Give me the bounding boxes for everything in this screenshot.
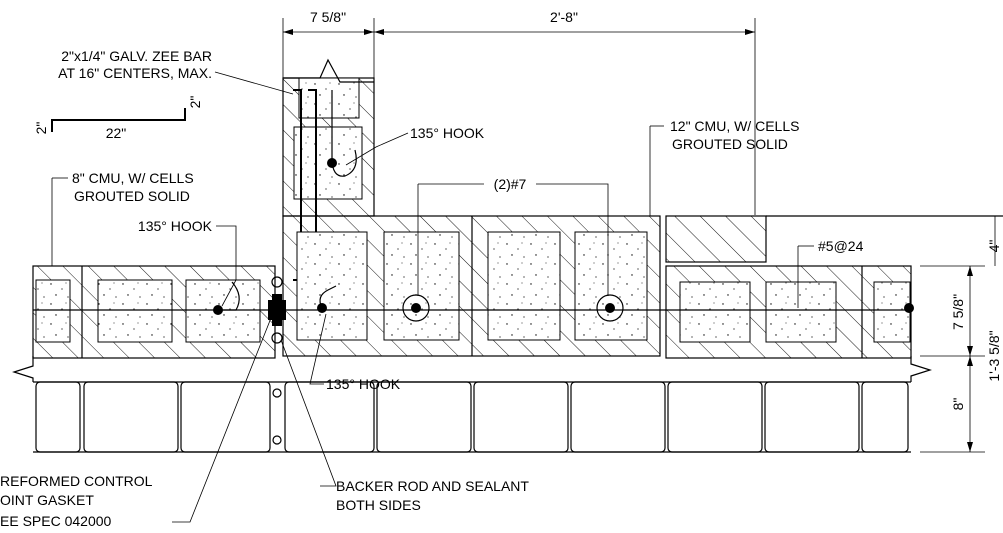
hook-bottom-label: 135° HOOK (326, 376, 401, 392)
zee-bar-profile (51, 108, 186, 132)
zee-bar-dim-right: 2" (187, 96, 203, 109)
zee-bar-dim-left: 2" (33, 122, 49, 135)
zee-bar-label-line1: 2"x1/4" GALV. ZEE BAR (61, 48, 212, 64)
dim-7-5-8-top: 7 5/8" (310, 9, 346, 25)
hook-left-label: 135° HOOK (138, 218, 213, 234)
backer-rod-label-line2: BOTH SIDES (336, 497, 421, 513)
cmu8-label-line1: 8" CMU, W/ CELLS (72, 170, 194, 186)
dim-1-3-5-8: 1'-3 5/8" (986, 330, 1002, 381)
cmu-12in-course (282, 215, 661, 357)
cmu12-label-line1: 12" CMU, W/ CELLS (670, 118, 799, 134)
lower-cmu-course (33, 381, 911, 453)
cmu12-label-line2: GROUTED SOLID (672, 136, 788, 152)
leaders (51, 71, 814, 523)
gasket-label-line3: EE SPEC 042000 (0, 513, 112, 529)
cmu-8in-left (32, 265, 276, 359)
rebar-7-label: (2)#7 (494, 176, 527, 192)
dim-2-8: 2'-8" (550, 9, 578, 25)
gasket-label-line1: REFORMED CONTROL (0, 473, 153, 489)
cmu-right-lower (665, 265, 914, 359)
dim-4: 4" (986, 240, 1002, 253)
cmu8-label-line2: GROUTED SOLID (74, 188, 190, 204)
backer-rod-label-line1: BACKER ROD AND SEALANT (336, 478, 529, 494)
upper-wall-12in-cmu (282, 58, 375, 217)
dim-8: 8" (950, 398, 966, 411)
dim-7-5-8-right: 7 5/8" (950, 294, 966, 330)
zee-bar-label-line2: AT 16" CENTERS, MAX. (58, 65, 212, 81)
right-dimensions: 4" 7 5/8" 1'-3 5/8" 8" (770, 215, 1003, 453)
hook-top-label: 135° HOOK (410, 125, 485, 141)
gasket-label-line2: OINT GASKET (0, 492, 94, 508)
zee-bar-dim-bottom: 22" (106, 125, 127, 141)
top-dimensions: 7 5/8" 2'-8" (282, 9, 756, 215)
control-joint-gasket (268, 276, 286, 344)
rebar-5-label: #5@24 (818, 238, 864, 254)
